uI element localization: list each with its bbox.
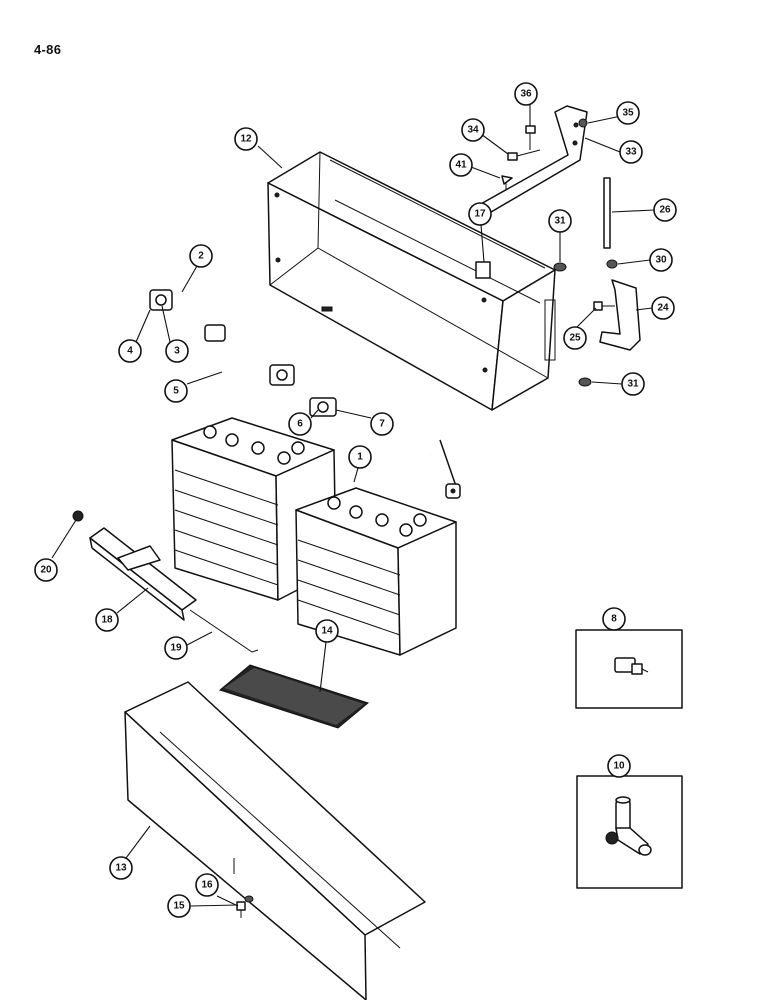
- nut-35: [578, 118, 588, 128]
- callout-label: 8: [611, 614, 617, 625]
- callout-15: 15: [167, 894, 191, 918]
- callout-label: 30: [655, 255, 667, 266]
- callout-label: 2: [198, 251, 204, 262]
- callout-label: 33: [625, 147, 637, 158]
- callout-label: 6: [297, 419, 303, 430]
- callout-24: 24: [651, 296, 675, 320]
- callout-label: 13: [115, 863, 127, 874]
- hold-down-bar: [89, 527, 197, 621]
- callout-12: 12: [234, 127, 258, 151]
- callout-label: 34: [467, 125, 479, 136]
- callout-17: 17: [468, 202, 492, 226]
- callout-2: 2: [189, 244, 213, 268]
- callout-41: 41: [449, 153, 473, 177]
- callout-5: 5: [164, 379, 188, 403]
- callout-label: 20: [40, 565, 52, 576]
- callout-36: 36: [514, 82, 538, 106]
- hold-down-rod: [603, 177, 611, 249]
- callout-7: 7: [370, 412, 394, 436]
- callout-16: 16: [195, 873, 219, 897]
- callout-6: 6: [288, 412, 312, 436]
- callout-label: 7: [379, 419, 385, 430]
- callout-label: 15: [173, 901, 185, 912]
- terminal-clamp-left: [149, 289, 173, 311]
- callout-label: 10: [613, 761, 625, 772]
- callout-label: 1: [357, 452, 363, 463]
- callout-20: 20: [34, 558, 58, 582]
- callout-label: 16: [201, 880, 213, 891]
- callout-label: 5: [173, 386, 179, 397]
- callout-31-bottom: 31: [621, 372, 645, 396]
- bolt-36: [525, 125, 536, 150]
- callout-34: 34: [461, 118, 485, 142]
- washer-31-bottom: [578, 377, 592, 387]
- callout-14: 14: [315, 619, 339, 643]
- j-bolt-19: [189, 609, 259, 653]
- callout-19: 19: [164, 636, 188, 660]
- callout-4: 4: [118, 339, 142, 363]
- callout-label: 3: [174, 346, 180, 357]
- callout-label: 36: [520, 89, 532, 100]
- nut-30: [606, 259, 618, 269]
- screw-15: [236, 901, 246, 918]
- bolt-34: [507, 149, 541, 161]
- callout-label: 26: [659, 205, 671, 216]
- callout-label: 17: [474, 209, 486, 220]
- callout-label: 25: [569, 333, 581, 344]
- callout-label: 12: [240, 134, 252, 145]
- callout-25: 25: [563, 326, 587, 350]
- callout-label: 24: [657, 303, 669, 314]
- callout-label: 41: [455, 160, 467, 171]
- battery-box: [267, 151, 556, 411]
- battery-front: [295, 487, 457, 656]
- callout-label: 31: [554, 216, 566, 227]
- terminal-clamp-6-7: [309, 397, 337, 417]
- inset-terminal-detail-10: [576, 775, 683, 889]
- battery-cover: [124, 681, 426, 1000]
- cotter-pin-41: [501, 175, 513, 190]
- callout-label: 31: [627, 379, 639, 390]
- hold-down-clamp: [599, 279, 641, 351]
- callout-35: 35: [616, 101, 640, 125]
- callout-1: 1: [348, 445, 372, 469]
- bolt-25: [593, 301, 615, 311]
- callout-26: 26: [653, 198, 677, 222]
- callout-3: 3: [165, 339, 189, 363]
- callout-label: 35: [622, 108, 634, 119]
- callout-label: 19: [170, 643, 182, 654]
- callout-31-top: 31: [548, 209, 572, 233]
- callout-10: 10: [607, 754, 631, 778]
- nut-20: [72, 510, 84, 522]
- callout-18: 18: [95, 608, 119, 632]
- callout-13: 13: [109, 856, 133, 880]
- callout-33: 33: [619, 140, 643, 164]
- callout-label: 14: [321, 626, 333, 637]
- washer-16: [244, 895, 254, 903]
- cable-lug-end: [445, 483, 461, 499]
- callout-30: 30: [649, 248, 673, 272]
- page-number: 4-86: [34, 42, 62, 57]
- inset-clamp-detail-8: [575, 629, 683, 709]
- terminal-clamp-center: [269, 364, 295, 386]
- terminal-clamp-5: [204, 324, 226, 342]
- callout-label: 4: [127, 346, 133, 357]
- washer-31-top: [553, 262, 567, 272]
- mounting-bracket: [469, 105, 588, 223]
- callout-8: 8: [602, 607, 626, 631]
- callout-label: 18: [101, 615, 113, 626]
- battery-pad: [218, 664, 370, 729]
